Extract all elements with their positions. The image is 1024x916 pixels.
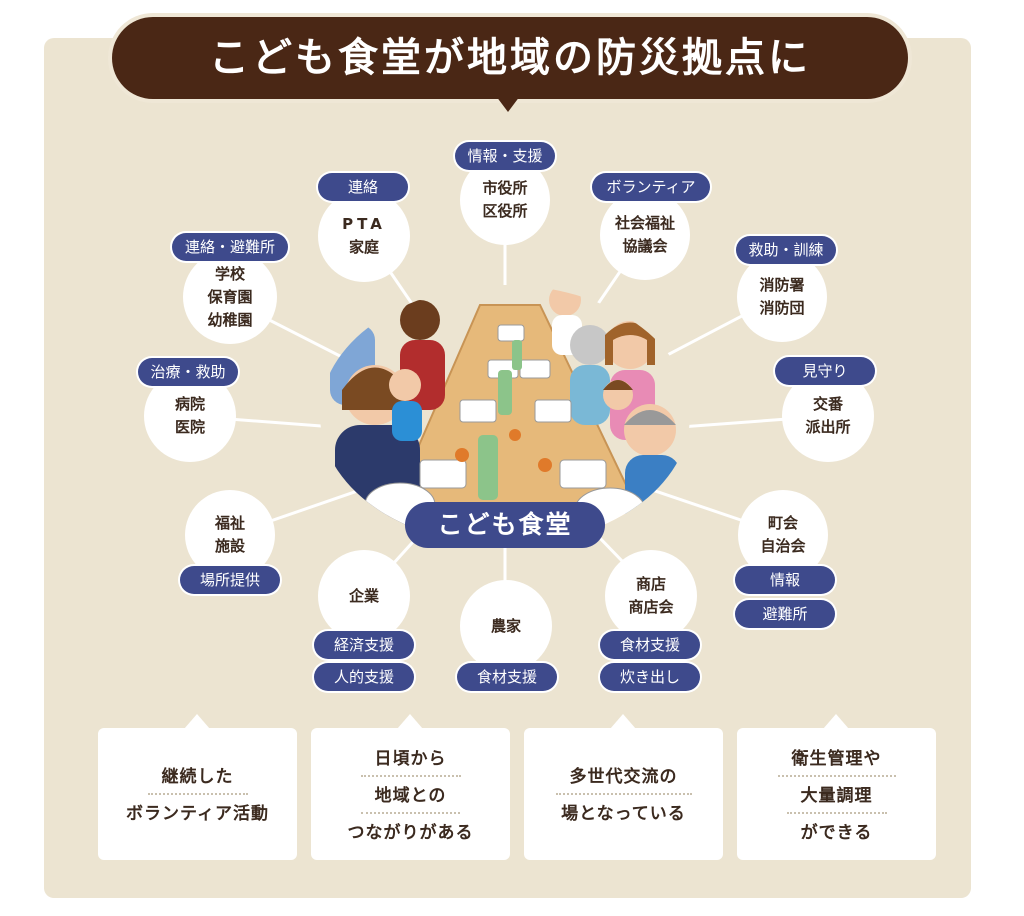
node-line: 自治会	[760, 537, 806, 555]
card-pointer	[823, 714, 849, 729]
tag-venue-provision: 場所提供	[180, 566, 280, 594]
node-shops: 商店 商店会	[605, 550, 697, 642]
node-fire-station: 消防署 消防団	[737, 252, 827, 342]
node-line: 商店会	[628, 598, 674, 616]
feature-card-multigenerational: 多世代交流の 場となっている	[524, 714, 723, 860]
card-pointer	[184, 714, 210, 729]
node-welfare-facility: 福祉 施設	[185, 490, 275, 580]
node-city-hall: 市役所 区役所	[460, 155, 550, 245]
card-line: 多世代交流の	[555, 758, 692, 795]
node-line: 市役所	[482, 179, 528, 197]
card-line: つながりがある	[347, 822, 474, 843]
card-line: 大量調理	[786, 777, 887, 814]
banner-pointer	[496, 96, 520, 112]
node-line: 施設	[214, 537, 245, 555]
card-pointer	[397, 714, 423, 729]
tag-food-support-shops: 食材支援	[600, 631, 700, 659]
card-line: 地域との	[360, 777, 461, 814]
node-line: 商店	[635, 575, 666, 593]
node-social-welfare-council: 社会福祉 協議会	[600, 190, 690, 280]
node-line: 消防署	[759, 276, 805, 294]
center-label: こども食堂	[405, 502, 605, 548]
feature-card-hygiene: 衛生管理や 大量調理 ができる	[737, 714, 936, 860]
card-line: ボランティア活動	[126, 804, 269, 824]
node-line: 町会	[767, 514, 798, 532]
node-line: 区役所	[482, 202, 528, 220]
tag-treatment-rescue: 治療・救助	[138, 358, 238, 386]
tag-rescue-training: 救助・訓練	[736, 236, 836, 264]
node-line: 社会福祉	[614, 214, 675, 232]
node-line: 交番	[812, 395, 843, 413]
node-line: 医院	[174, 418, 205, 436]
node-line: 消防団	[759, 299, 805, 317]
node-farmers: 農家	[460, 580, 552, 672]
tag-soup-kitchen: 炊き出し	[600, 663, 700, 691]
node-schools: 学校 保育園 幼稚園	[183, 250, 277, 344]
feature-card-volunteer: 継続した ボランティア活動	[98, 714, 297, 860]
tag-evacuation-shelter: 避難所	[735, 600, 835, 628]
node-line: 福祉	[214, 514, 245, 532]
tag-watch: 見守り	[775, 357, 875, 385]
tag-contact: 連絡	[318, 173, 408, 201]
node-line: 協議会	[622, 237, 668, 255]
node-line: 学校	[214, 264, 245, 283]
tag-info-support: 情報・支援	[455, 142, 555, 170]
node-police-box: 交番 派出所	[782, 370, 874, 462]
node-line: 保育園	[207, 287, 253, 306]
node-pta: PTA 家庭	[318, 190, 410, 282]
dining-table-illustration	[320, 285, 690, 535]
tag-food-support-farmers: 食材支援	[457, 663, 557, 691]
card-pointer	[610, 714, 636, 729]
tag-information: 情報	[735, 566, 835, 594]
card-line: 衛生管理や	[777, 740, 896, 777]
tag-contact-shelter: 連絡・避難所	[172, 233, 288, 261]
node-line: 農家	[490, 616, 521, 635]
feature-card-community: 日頃から 地域との つながりがある	[311, 714, 510, 860]
tag-volunteer: ボランティア	[592, 173, 710, 201]
node-line: 家庭	[348, 238, 379, 256]
node-neighborhood-association: 町会 自治会	[738, 490, 828, 580]
card-line: ができる	[800, 822, 873, 843]
card-line: 日頃から	[360, 740, 461, 777]
title-banner: こども食堂が地域の防災拠点に	[112, 17, 908, 99]
tag-economic-support: 経済支援	[314, 631, 414, 659]
node-companies: 企業	[318, 550, 410, 642]
card-line: 継続した	[147, 758, 248, 795]
node-line: 幼稚園	[207, 310, 253, 329]
page-title: こども食堂が地域の防災拠点に	[209, 35, 811, 81]
node-line: PTA	[342, 215, 386, 233]
node-line: 病院	[174, 395, 205, 413]
card-line: 場となっている	[561, 804, 686, 824]
tag-human-support: 人的支援	[314, 663, 414, 691]
node-line: 派出所	[805, 418, 851, 436]
node-line: 企業	[348, 586, 379, 605]
